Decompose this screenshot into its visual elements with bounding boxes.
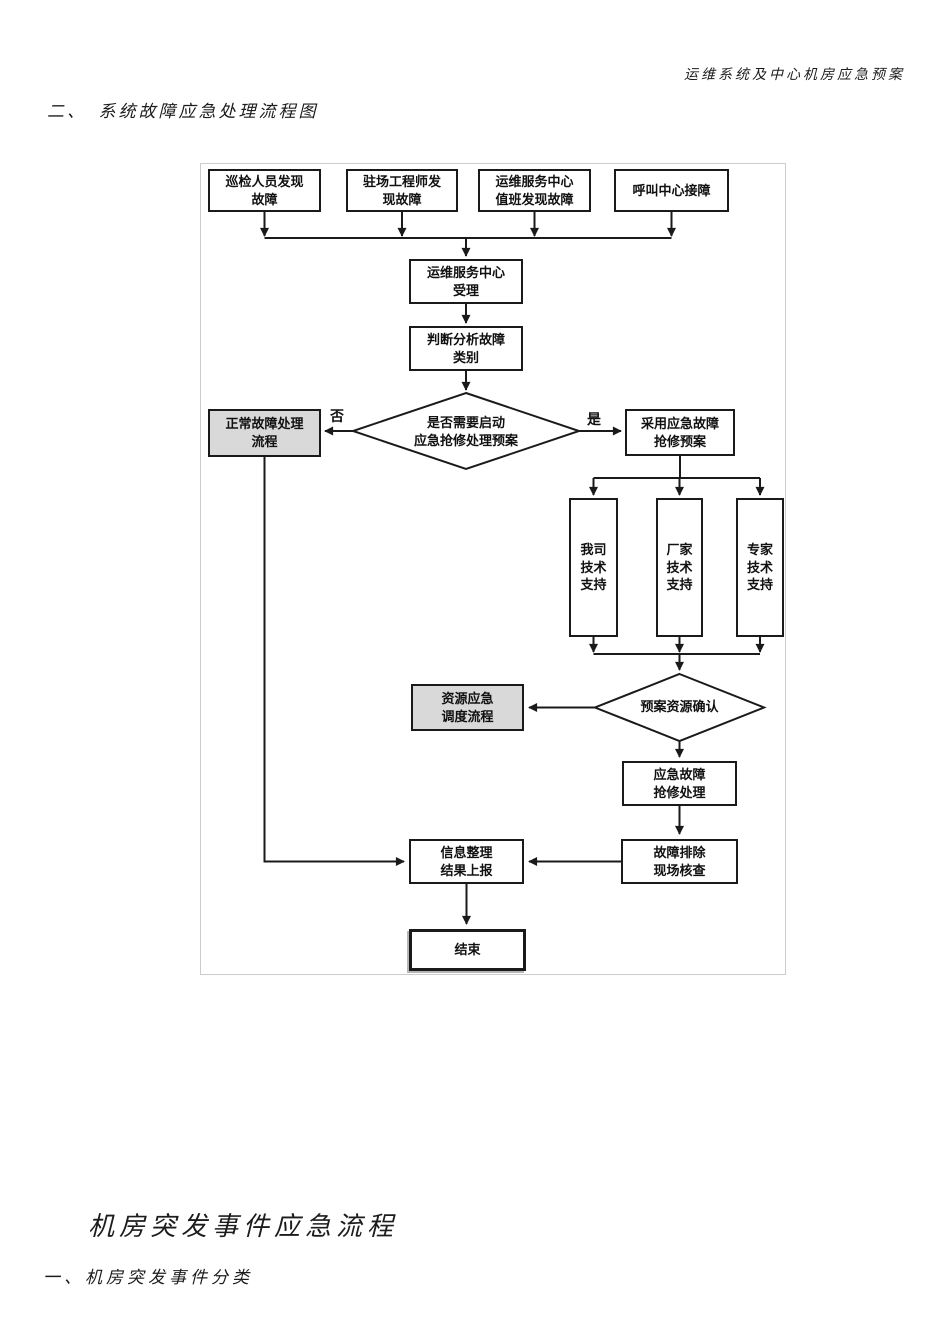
edge-label-no: 否 <box>330 408 344 424</box>
node-normal-fault-process: 正常故障处理 流程 <box>208 409 321 457</box>
node-onsite-engineer-found-fault: 驻场工程师发 现故障 <box>346 169 458 212</box>
next-section-title: 机房突发事件应急流程 <box>88 1212 399 1241</box>
decision-plan-resource-confirm: 预案资源确认 <box>640 699 719 715</box>
system-fault-flowchart: 巡检人员发现 故障 驻场工程师发 现故障 运维服务中心 值班发现故障 呼叫中心接… <box>200 163 786 975</box>
node-expert-tech-support: 专家 技术 支持 <box>736 498 784 637</box>
page-header: 运维系统及中心机房应急预案 <box>684 68 905 83</box>
node-emergency-repair-handling: 应急故障 抢修处理 <box>622 761 737 806</box>
node-service-center-accept: 运维服务中心 受理 <box>409 259 523 304</box>
node-callcenter-received-fault: 呼叫中心接障 <box>614 169 729 212</box>
next-section-item: 一、机房突发事件分类 <box>43 1268 253 1287</box>
node-duty-found-fault: 运维服务中心 值班发现故障 <box>478 169 591 212</box>
node-inspection-found-fault: 巡检人员发现 故障 <box>208 169 321 212</box>
edge-label-yes: 是 <box>587 411 601 427</box>
node-analyze-fault-category: 判断分析故障 类别 <box>409 326 523 371</box>
node-adopt-emergency-plan: 采用应急故障 抢修预案 <box>625 409 735 456</box>
node-end: 结束 <box>409 929 526 971</box>
node-fault-cleared-onsite-check: 故障排除 现场核查 <box>621 839 738 884</box>
node-vendor-tech-support: 厂家 技术 支持 <box>656 498 703 637</box>
node-info-report: 信息整理 结果上报 <box>409 839 524 884</box>
flowchart-connectors <box>260 212 767 925</box>
section-heading: 二、 系统故障应急处理流程图 <box>47 102 319 121</box>
decision-need-emergency-plan: 是否需要启动 应急抢修处理预案 <box>413 414 518 448</box>
node-resource-dispatch-process: 资源应急 调度流程 <box>411 684 524 731</box>
node-company-tech-support: 我司 技术 支持 <box>569 498 618 637</box>
